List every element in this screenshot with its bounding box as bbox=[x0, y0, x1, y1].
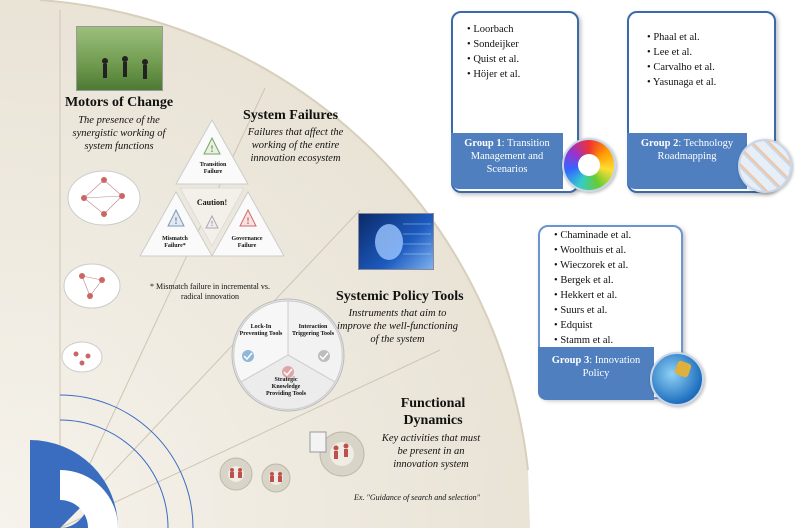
svg-text:!: ! bbox=[247, 216, 250, 226]
failures-description: Failures that affect the working of the … bbox=[247, 127, 344, 164]
warning-icon bbox=[205, 214, 219, 229]
motors-photo bbox=[76, 26, 163, 91]
svg-text:!: ! bbox=[175, 216, 178, 226]
inner-arc bbox=[59, 394, 194, 528]
author-item: Wieczorek et al. bbox=[554, 258, 631, 273]
mismatch-footnote: * Mismatch failure in incremental vs. ra… bbox=[150, 282, 270, 301]
author-item: Sondeijker bbox=[467, 37, 520, 52]
group3-label-bold: Group 3 bbox=[551, 355, 590, 366]
author-item: Hekkert et al. bbox=[554, 288, 631, 303]
globe-puzzle-badge bbox=[650, 352, 704, 406]
policy-description: Instruments that aim to improve the well… bbox=[337, 308, 458, 345]
warning-icon bbox=[239, 208, 257, 227]
author-item: Lee et al. bbox=[647, 45, 716, 60]
policy-title: Systemic Policy Tools bbox=[336, 289, 464, 304]
author-item: Yasunaga et al. bbox=[647, 75, 716, 90]
author-item: Woolthuis et al. bbox=[554, 243, 631, 258]
network-diagram-medium bbox=[63, 263, 121, 309]
group1-author-list: Loorbach Sondeijker Quist et al. Höjer e… bbox=[467, 22, 520, 82]
group2-author-list: Phaal et al. Lee et al. Carvalho et al. … bbox=[647, 30, 716, 90]
motors-title: Motors of Change bbox=[64, 95, 174, 110]
warning-icon bbox=[167, 208, 185, 227]
group3-author-list: Chaminade et al. Woolthuis et al. Wieczo… bbox=[554, 228, 631, 348]
core-arc-inner bbox=[60, 470, 118, 528]
group2-label-bold: Group 2 bbox=[640, 138, 679, 149]
author-item: Chaminade et al. bbox=[554, 228, 631, 243]
strategic-tools-label: Strategic Knowledge Providing Tools bbox=[265, 377, 307, 397]
network-diagram-large bbox=[67, 170, 141, 226]
group2-label-box: Group 2: Technology Roadmapping bbox=[627, 133, 747, 189]
group1-label-text: : Transition Management and Scenarios bbox=[470, 138, 550, 175]
lockin-tools-label: Lock-In Preventing Tools bbox=[239, 324, 283, 337]
fan-outer-arc bbox=[39, 0, 529, 471]
network-diagram-small bbox=[61, 341, 103, 373]
motors-description: The presence of the synergistic working … bbox=[72, 115, 166, 152]
group3-label-text: : Innovation Policy bbox=[582, 355, 641, 379]
divider-line bbox=[59, 209, 361, 528]
divider-line bbox=[59, 349, 441, 528]
author-item: Höjer et al. bbox=[467, 67, 520, 82]
inner-arc bbox=[59, 419, 169, 528]
author-item: Suurs et al. bbox=[554, 303, 631, 318]
group1-label-box: Group 1: Transition Management and Scena… bbox=[451, 133, 563, 189]
check-icon bbox=[242, 350, 254, 362]
author-item: Quist et al. bbox=[467, 52, 520, 67]
roadmap-map-badge bbox=[738, 139, 792, 193]
group3-label-box: Group 3: Innovation Policy bbox=[538, 347, 654, 400]
check-icon bbox=[318, 350, 330, 362]
failures-triangle: ! ! ! ! bbox=[139, 118, 285, 257]
mismatch-failure-label: Mismatch Failure* bbox=[162, 236, 188, 249]
color-arrows-badge bbox=[562, 138, 616, 192]
group2-label-text: : Technology Roadmapping bbox=[657, 138, 734, 162]
author-item: Bergek et al. bbox=[554, 273, 631, 288]
author-item: Loorbach bbox=[467, 22, 520, 37]
check-icon bbox=[282, 366, 294, 378]
functional-example: Ex. "Guidance of search and selection" bbox=[354, 493, 480, 502]
digital-face-image bbox=[358, 213, 434, 270]
svg-text:!: ! bbox=[211, 144, 214, 154]
author-item: Phaal et al. bbox=[647, 30, 716, 45]
author-item: Stamm et al. bbox=[554, 333, 631, 348]
gears-people-icon bbox=[219, 431, 365, 493]
interaction-tools-label: Interaction Triggering Tools bbox=[291, 324, 335, 337]
caution-label: Caution! bbox=[196, 198, 228, 207]
failures-title: System Failures bbox=[243, 108, 339, 123]
svg-text:!: ! bbox=[211, 220, 213, 228]
fan-shape bbox=[0, 0, 530, 528]
author-item: Edquist bbox=[554, 318, 631, 333]
policy-tools-circle bbox=[231, 298, 345, 412]
functional-title: Functional Dynamics bbox=[400, 396, 466, 428]
warning-icon bbox=[203, 136, 221, 155]
transition-failure-label: Transition Failure bbox=[199, 162, 227, 175]
functional-description: Key activities that must be present in a… bbox=[381, 433, 481, 470]
walking-people-icon bbox=[102, 56, 148, 79]
group1-label-bold: Group 1 bbox=[464, 138, 502, 149]
author-item: Carvalho et al. bbox=[647, 60, 716, 75]
governance-failure-label: Governance Failure bbox=[231, 236, 263, 249]
